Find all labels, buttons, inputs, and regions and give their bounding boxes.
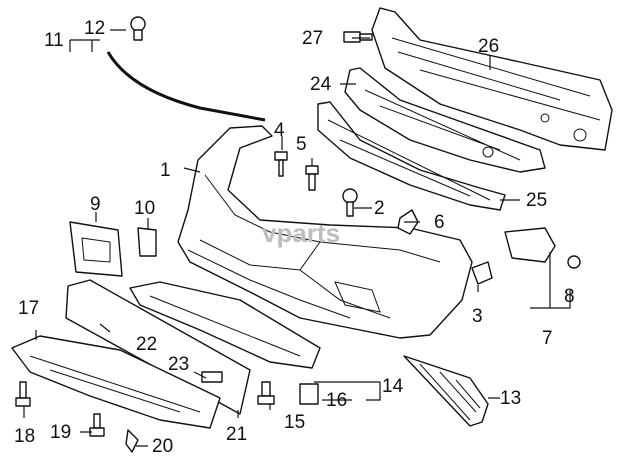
callout-22: 22 xyxy=(136,334,157,355)
part-bolt-27 xyxy=(343,31,373,43)
part-reinforcement-beam xyxy=(371,7,613,151)
callout-7: 7 xyxy=(542,328,553,349)
callout-19: 19 xyxy=(50,422,71,443)
part-energy-absorber xyxy=(344,67,546,173)
callout-12: 12 xyxy=(84,18,105,39)
part-clip-23 xyxy=(201,371,223,383)
part-clip-10 xyxy=(137,227,157,257)
part-clip-20 xyxy=(125,429,139,453)
callout-20: 20 xyxy=(152,436,173,457)
part-bolt-19 xyxy=(89,413,105,437)
callout-4: 4 xyxy=(274,120,285,141)
part-clip-16 xyxy=(299,383,319,405)
callout-24: 24 xyxy=(310,74,332,95)
callout-10: 10 xyxy=(134,198,155,219)
callout-21: 21 xyxy=(226,424,247,445)
part-license-bracket xyxy=(69,221,123,277)
callout-9: 9 xyxy=(90,194,101,215)
part-lower-undercover xyxy=(129,281,321,369)
callout-3: 3 xyxy=(472,306,483,327)
part-clip-12 xyxy=(130,16,146,41)
callout-labels: 1 2 3 4 5 6 7 8 10 11 12 13 14 15 16 17 … xyxy=(14,18,575,457)
part-lower-absorber xyxy=(317,101,506,211)
callout-15: 15 xyxy=(284,412,305,433)
callout-6: 6 xyxy=(434,212,445,233)
watermark: vparts xyxy=(262,218,340,248)
callout-25: 25 xyxy=(526,190,547,211)
part-side-bracket xyxy=(504,227,581,269)
callout-27: 27 xyxy=(302,28,323,49)
callout-2: 2 xyxy=(374,198,385,219)
callout-11: 11 xyxy=(44,30,64,51)
part-under-cover xyxy=(11,335,221,429)
part-retainer-3 xyxy=(471,261,493,285)
part-fastener-5 xyxy=(305,165,319,191)
callout-18: 18 xyxy=(14,426,35,447)
part-molding-strip xyxy=(106,51,266,122)
part-fog-grille xyxy=(403,355,489,427)
callout-16: 16 xyxy=(326,390,347,411)
part-bumper-cover xyxy=(177,125,473,339)
callout-13: 13 xyxy=(500,388,521,409)
callout-8: 8 xyxy=(564,286,575,307)
callout-14: 14 xyxy=(382,376,404,397)
part-fastener-4 xyxy=(274,151,288,177)
callout-26: 26 xyxy=(478,36,499,57)
part-bolt-18 xyxy=(15,381,31,407)
callout-17: 17 xyxy=(18,298,39,319)
part-fastener-2 xyxy=(342,188,358,217)
callout-5: 5 xyxy=(296,134,307,155)
callout-23: 23 xyxy=(168,354,189,375)
part-bolt-15 xyxy=(257,381,275,405)
callout-1: 1 xyxy=(160,160,171,181)
leader-lines xyxy=(23,29,571,447)
